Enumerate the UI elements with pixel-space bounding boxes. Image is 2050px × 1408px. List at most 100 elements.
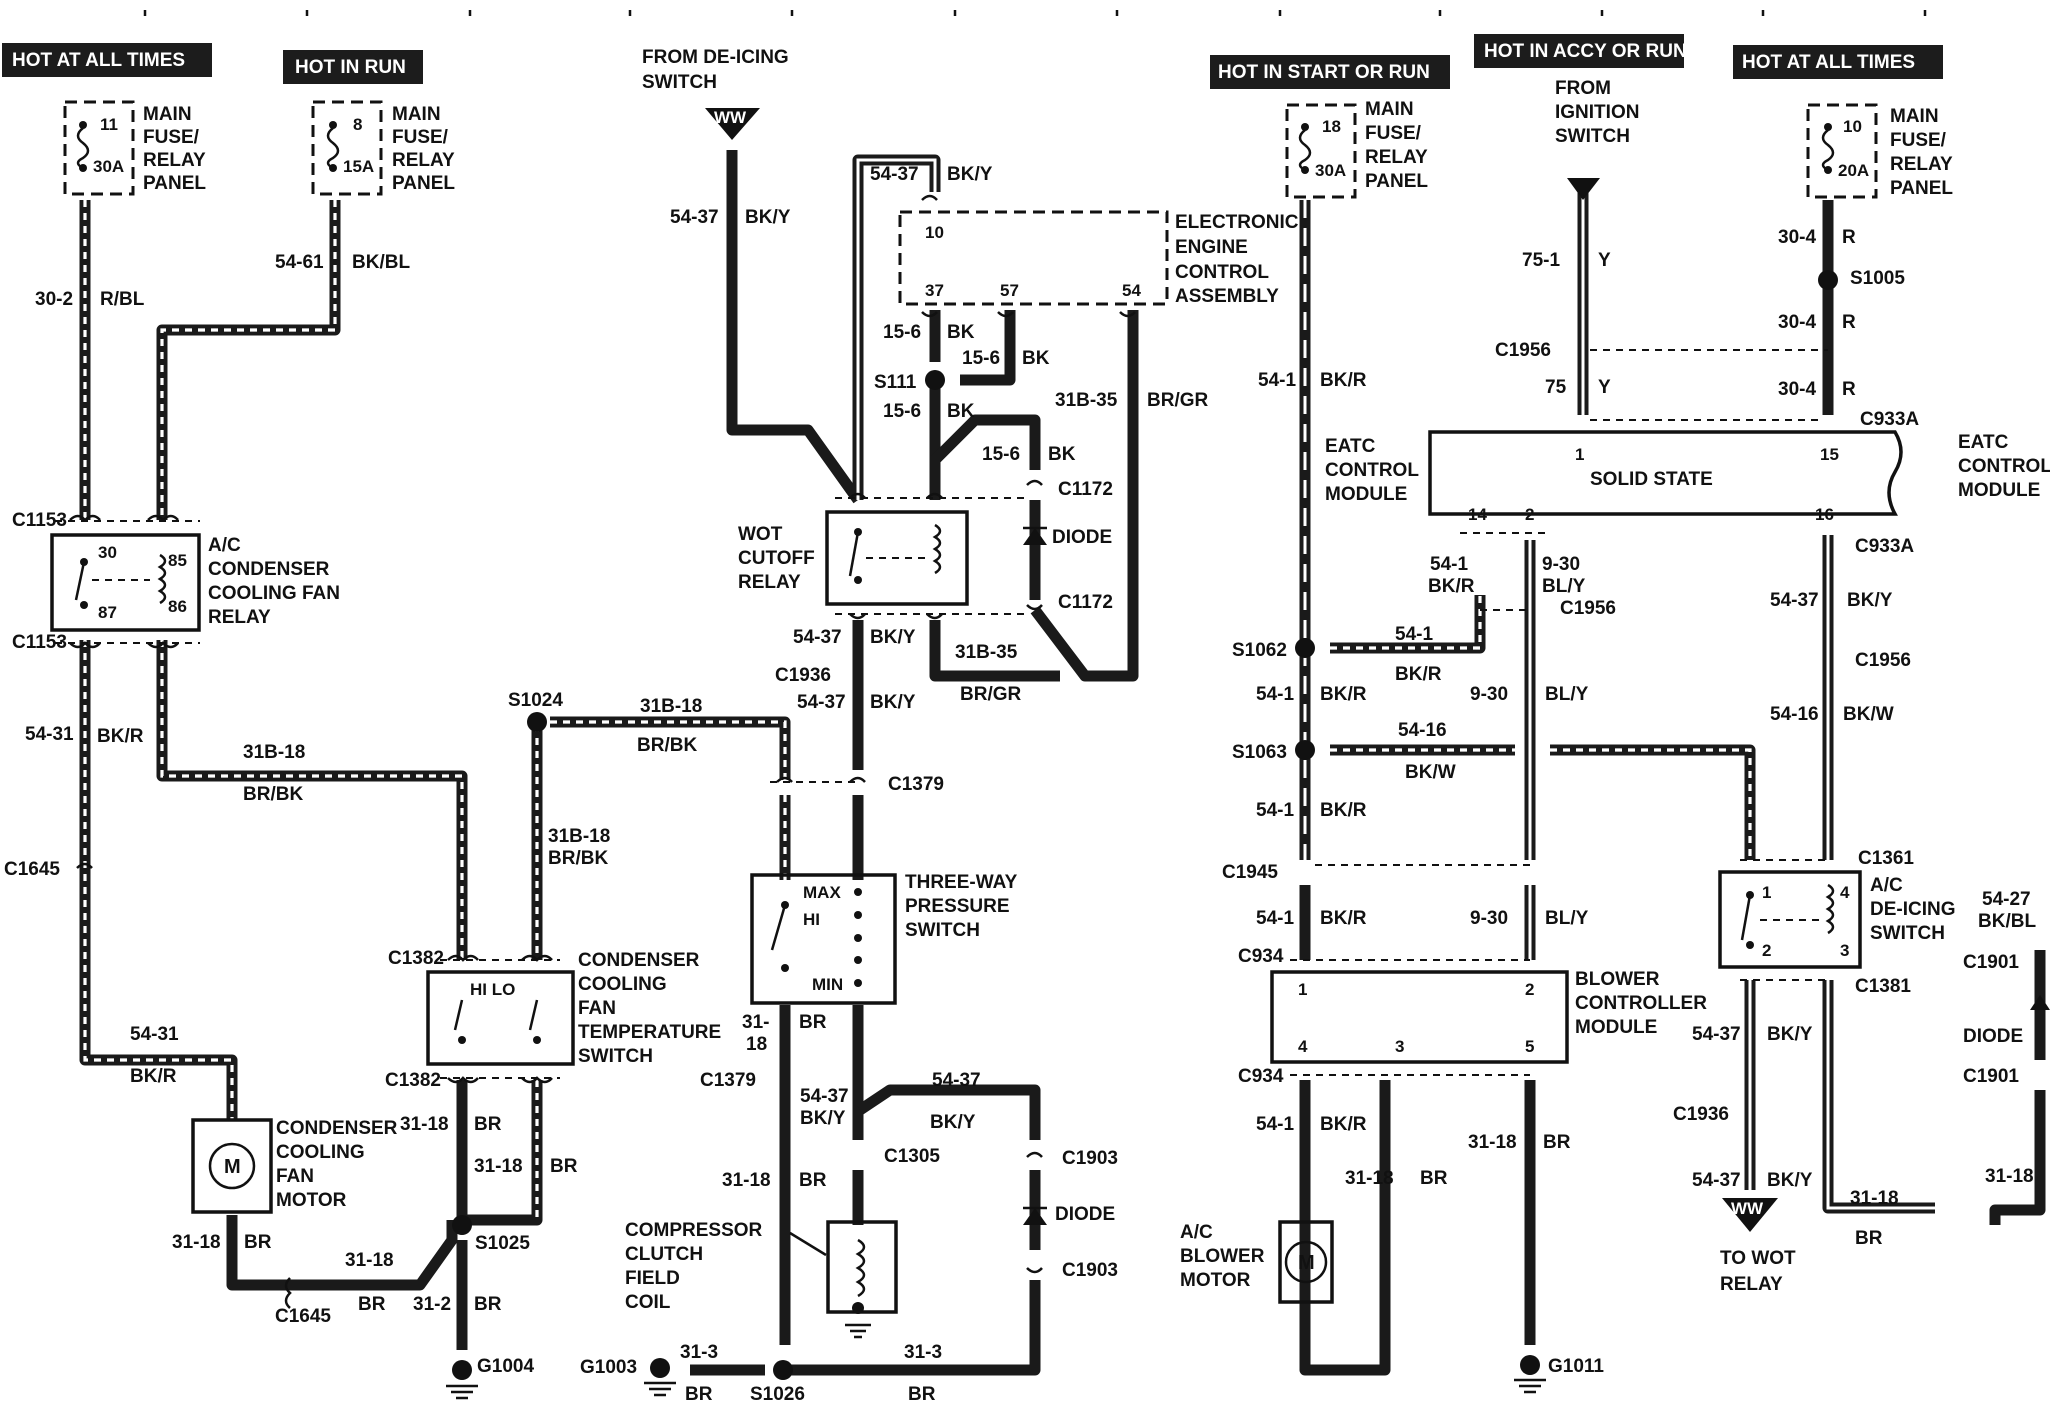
svg-text:54-37: 54-37 bbox=[1692, 1024, 1741, 1045]
svg-text:54-1: 54-1 bbox=[1395, 624, 1433, 645]
svg-text:FAN: FAN bbox=[578, 998, 616, 1019]
svg-text:FROM DE-ICING: FROM DE-ICING bbox=[642, 47, 789, 68]
ww-source-deicing: WW bbox=[705, 108, 760, 140]
splice-s1024 bbox=[527, 712, 547, 732]
svg-text:Y: Y bbox=[1598, 250, 1611, 271]
svg-text:1: 1 bbox=[1575, 445, 1584, 464]
svg-text:31-18: 31-18 bbox=[1345, 1168, 1394, 1189]
svg-text:EATC: EATC bbox=[1958, 432, 2009, 453]
svg-text:SOLID STATE: SOLID STATE bbox=[1590, 469, 1713, 490]
svg-text:FUSE/: FUSE/ bbox=[1365, 123, 1422, 144]
svg-text:85: 85 bbox=[168, 551, 187, 570]
svg-text:54-37: 54-37 bbox=[800, 1086, 849, 1107]
svg-text:BR: BR bbox=[1543, 1132, 1571, 1153]
svg-text:15-6: 15-6 bbox=[982, 444, 1020, 465]
svg-text:BR/GR: BR/GR bbox=[1147, 390, 1209, 411]
diode-far-right bbox=[2030, 995, 2050, 1010]
svg-text:31-3: 31-3 bbox=[680, 1342, 718, 1363]
svg-text:G1011: G1011 bbox=[1548, 1356, 1604, 1377]
svg-text:BR: BR bbox=[908, 1384, 936, 1405]
svg-text:C1379: C1379 bbox=[700, 1070, 756, 1091]
svg-text:RELAY: RELAY bbox=[208, 607, 271, 628]
svg-text:ENGINE: ENGINE bbox=[1175, 237, 1248, 258]
svg-text:PRESSURE: PRESSURE bbox=[905, 896, 1010, 917]
svg-text:MODULE: MODULE bbox=[1575, 1017, 1657, 1038]
svg-text:DE-ICING: DE-ICING bbox=[1870, 899, 1956, 920]
svg-text:CONDENSER: CONDENSER bbox=[276, 1118, 398, 1139]
svg-text:IGNITION: IGNITION bbox=[1555, 102, 1639, 123]
svg-text:54: 54 bbox=[1122, 281, 1141, 300]
svg-text:31-18: 31-18 bbox=[722, 1170, 771, 1191]
svg-text:BK: BK bbox=[1022, 348, 1050, 369]
svg-text:S111: S111 bbox=[874, 372, 917, 393]
svg-text:BR: BR bbox=[474, 1114, 502, 1135]
svg-text:M: M bbox=[1298, 1252, 1315, 1274]
svg-text:G1003: G1003 bbox=[580, 1357, 637, 1378]
svg-text:54-37: 54-37 bbox=[797, 692, 846, 713]
svg-text:R/BL: R/BL bbox=[100, 289, 145, 310]
svg-text:HI: HI bbox=[803, 910, 820, 929]
svg-text:10: 10 bbox=[1843, 117, 1862, 136]
ground-g1004 bbox=[446, 1360, 478, 1400]
svg-text:DIODE: DIODE bbox=[1963, 1026, 2023, 1047]
svg-text:CONTROL: CONTROL bbox=[1175, 262, 1269, 283]
svg-text:MAIN: MAIN bbox=[1890, 106, 1939, 127]
svg-text:54-1: 54-1 bbox=[1256, 1114, 1294, 1135]
svg-text:C1379: C1379 bbox=[888, 774, 944, 795]
svg-text:16: 16 bbox=[1815, 505, 1834, 524]
fuse-panel-label-4: MAIN FUSE/ RELAY PANEL bbox=[1890, 106, 1953, 199]
svg-text:BK/R: BK/R bbox=[97, 726, 144, 747]
svg-text:31B-35: 31B-35 bbox=[955, 642, 1018, 663]
svg-text:9-30: 9-30 bbox=[1470, 684, 1508, 705]
svg-text:54-1: 54-1 bbox=[1258, 370, 1296, 391]
eec-assembly: 10 37 57 54 bbox=[898, 194, 1169, 318]
svg-text:BK/R: BK/R bbox=[1320, 370, 1367, 391]
svg-text:R: R bbox=[1842, 379, 1856, 400]
wot-cutoff-relay bbox=[825, 492, 1030, 620]
to-wot-label: TO WOT RELAY bbox=[1720, 1248, 1796, 1295]
svg-text:FUSE/: FUSE/ bbox=[143, 127, 200, 148]
svg-text:BR: BR bbox=[685, 1384, 713, 1405]
svg-text:87: 87 bbox=[98, 603, 117, 622]
svg-text:75-1: 75-1 bbox=[1522, 250, 1560, 271]
svg-text:15-6: 15-6 bbox=[962, 348, 1000, 369]
ground-g1003 bbox=[644, 1358, 676, 1397]
svg-text:C1903: C1903 bbox=[1062, 1260, 1118, 1281]
svg-text:11: 11 bbox=[100, 115, 118, 134]
wires-right bbox=[1299, 190, 2046, 1376]
svg-text:BR: BR bbox=[474, 1294, 502, 1315]
svg-text:2: 2 bbox=[1762, 941, 1771, 960]
svg-text:31-18: 31-18 bbox=[1850, 1188, 1899, 1209]
svg-text:C934: C934 bbox=[1238, 1066, 1284, 1087]
svg-text:30-4: 30-4 bbox=[1778, 379, 1816, 400]
svg-text:C1381: C1381 bbox=[1855, 976, 1911, 997]
svg-text:SWITCH: SWITCH bbox=[578, 1046, 653, 1067]
fuse-8: 8 15A bbox=[311, 100, 383, 196]
svg-text:2: 2 bbox=[1525, 505, 1534, 524]
svg-text:FAN: FAN bbox=[276, 1166, 314, 1187]
three-way-pressure-switch: MAX HI MIN bbox=[750, 776, 897, 1005]
svg-text:WW: WW bbox=[1731, 1199, 1764, 1218]
svg-text:SWITCH: SWITCH bbox=[1870, 923, 1945, 944]
svg-text:BR: BR bbox=[244, 1232, 272, 1253]
svg-text:54-31: 54-31 bbox=[130, 1024, 179, 1045]
svg-text:A/C: A/C bbox=[1180, 1222, 1213, 1243]
svg-text:18: 18 bbox=[746, 1034, 767, 1055]
svg-text:75: 75 bbox=[1545, 377, 1567, 398]
svg-text:BK/BL: BK/BL bbox=[352, 252, 410, 273]
temp-switch-label: CONDENSER COOLING FAN TEMPERATURE SWITCH bbox=[578, 950, 721, 1067]
blower-ctrl-label: BLOWER CONTROLLER MODULE bbox=[1575, 969, 1707, 1038]
svg-text:FUSE/: FUSE/ bbox=[1890, 130, 1947, 151]
svg-text:54-1: 54-1 bbox=[1256, 800, 1294, 821]
svg-text:15A: 15A bbox=[343, 157, 374, 176]
svg-text:15-6: 15-6 bbox=[883, 322, 921, 343]
svg-text:54-37: 54-37 bbox=[870, 164, 919, 185]
svg-text:30A: 30A bbox=[1315, 161, 1346, 180]
svg-text:RELAY: RELAY bbox=[738, 572, 801, 593]
svg-text:30-4: 30-4 bbox=[1778, 227, 1816, 248]
svg-text:C1945: C1945 bbox=[1222, 862, 1278, 883]
svg-text:COOLING FAN: COOLING FAN bbox=[208, 583, 340, 604]
svg-text:MAIN: MAIN bbox=[143, 104, 192, 125]
wires-center bbox=[720, 150, 1139, 1376]
